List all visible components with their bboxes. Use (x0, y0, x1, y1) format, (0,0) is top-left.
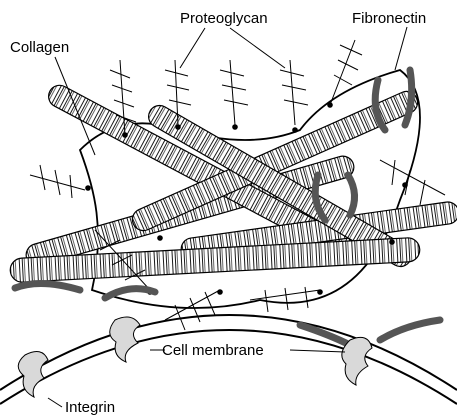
proteoglycan-label: Proteoglycan (180, 10, 268, 27)
integrin-leader (48, 398, 62, 407)
proteoglycan-leader (180, 28, 285, 68)
cell-membrane-label: Cell membrane (162, 342, 264, 359)
collagen-fibrils (10, 81, 457, 282)
integrin-receptor (110, 317, 140, 362)
fibronectin-molecule (348, 175, 355, 215)
fibronectin-molecule (105, 289, 155, 298)
fibronectin-molecule (380, 320, 440, 340)
collagen-label: Collagen (10, 39, 69, 56)
fibronectin-leader (395, 27, 407, 70)
integrin-receptor (342, 337, 372, 385)
integrin-label: Integrin (65, 399, 115, 416)
fibronectin-molecule (15, 283, 80, 290)
cell-membrane (0, 315, 457, 404)
fibronectin-label: Fibronectin (352, 10, 426, 27)
